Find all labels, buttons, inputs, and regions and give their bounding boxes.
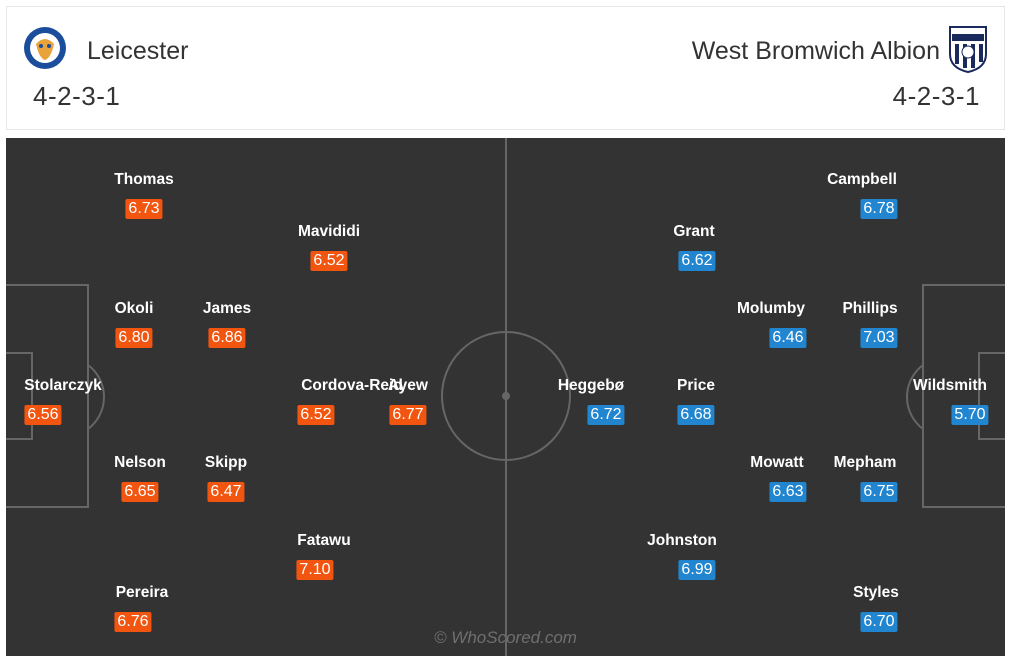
player-rating: 6.72 xyxy=(587,405,625,425)
player-rating: 6.77 xyxy=(389,405,427,425)
player-name: Campbell xyxy=(827,171,897,188)
player-rating: 6.46 xyxy=(769,328,807,348)
player-name: Styles xyxy=(853,584,899,601)
player-name: Ayew xyxy=(388,377,428,394)
player-rating: 6.52 xyxy=(310,251,348,271)
player-rating: 6.62 xyxy=(678,251,716,271)
player-rating: 7.03 xyxy=(860,328,898,348)
player-name: Nelson xyxy=(114,454,166,471)
home-formation: 4-2-3-1 xyxy=(33,81,121,111)
player-rating: 6.65 xyxy=(121,482,159,502)
player-name: Fatawu xyxy=(297,532,351,549)
away-team-name: West Bromwich Albion xyxy=(691,37,940,65)
whoscored-watermark: © WhoScored.com xyxy=(434,628,577,647)
match-header: Leicester 4-2-3-1 West Bromwich Albion 4… xyxy=(6,6,1005,130)
player-name: Johnston xyxy=(647,532,717,549)
player-rating: 6.68 xyxy=(677,405,715,425)
player-rating: 7.10 xyxy=(296,560,334,580)
player-rating: 6.80 xyxy=(115,328,153,348)
home-team-name: Leicester xyxy=(87,37,189,65)
player-rating: 6.73 xyxy=(125,199,163,219)
pitch-markings xyxy=(6,138,1005,656)
away-formation: 4-2-3-1 xyxy=(892,81,980,111)
leicester-crest-icon xyxy=(24,27,66,69)
player-rating: 5.70 xyxy=(951,405,989,425)
player-rating: 6.70 xyxy=(860,612,898,632)
player-name: Wildsmith xyxy=(913,377,987,394)
player-name: Phillips xyxy=(842,300,898,317)
player-name: Mowatt xyxy=(750,454,804,471)
player-rating: 6.47 xyxy=(207,482,245,502)
player-rating: 6.76 xyxy=(114,612,152,632)
player-rating: 6.52 xyxy=(297,405,335,425)
west-brom-crest-icon xyxy=(949,26,987,74)
player-name: Heggebø xyxy=(557,377,625,394)
player-rating: 6.56 xyxy=(24,405,62,425)
player-name: Skipp xyxy=(204,454,248,471)
player-name: Mepham xyxy=(833,454,897,471)
player-name: Mavididi xyxy=(297,223,361,240)
player-name: Grant xyxy=(673,223,715,240)
player-name: Cordova-Reid xyxy=(301,377,403,394)
player-rating: 6.99 xyxy=(678,560,716,580)
player-name: Okoli xyxy=(114,300,154,317)
player-rating: 6.86 xyxy=(208,328,246,348)
player-name: James xyxy=(202,300,252,317)
player-rating: 6.63 xyxy=(769,482,807,502)
player-rating: 6.78 xyxy=(860,199,898,219)
player-name: Price xyxy=(677,377,715,394)
player-name: Stolarczyk xyxy=(24,377,102,394)
player-name: Molumby xyxy=(736,300,806,317)
player-rating: 6.75 xyxy=(860,482,898,502)
player-name: Thomas xyxy=(114,171,174,188)
pitch: Thomas 6.73 Mavididi 6.52 Okoli 6.80 Jam… xyxy=(6,138,1005,656)
player-name: Pereira xyxy=(115,584,169,601)
